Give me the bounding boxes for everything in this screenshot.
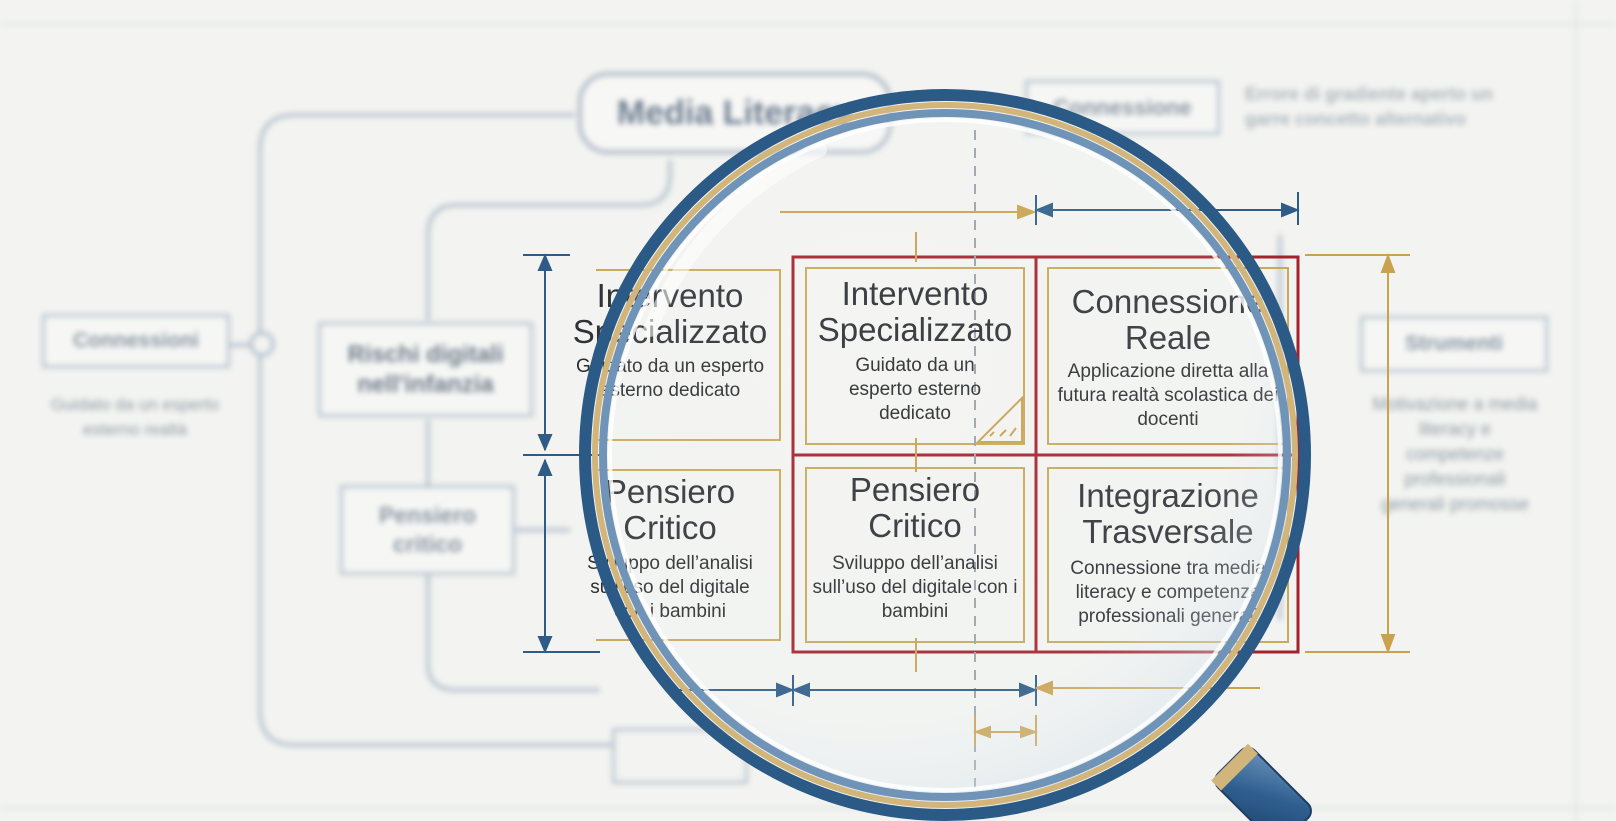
grid-cell-intervento-specializzato: Intervento Specializzato Guidato da un e… xyxy=(806,268,1024,444)
grid-cell-partial-top: Intervento Specializzato Guidato da un e… xyxy=(560,270,780,442)
cell-title: Intervento Specializzato xyxy=(817,275,1013,348)
grid-cell-integrazione-trasversale: Integrazione Trasversale Connessione tra… xyxy=(1048,468,1288,642)
cell-title: Pensiero Critico xyxy=(849,471,981,544)
connessioni-note: Guidato da un esperto esterno realtà xyxy=(50,395,220,439)
strumenti-node: Strumenti xyxy=(1360,316,1548,372)
cell-text: Guidato da un esperto esterno dedicato xyxy=(848,355,982,424)
grid-cell-connessione-reale: Connessione Reale Applicazione diretta a… xyxy=(1048,268,1288,444)
cell-text: Connessione tra media literacy e compete… xyxy=(1070,558,1266,627)
pensiero-critico-node: Pensiero critico xyxy=(340,485,515,575)
cell-text: Sviluppo dell’analisi sull’uso del digit… xyxy=(587,553,753,622)
grid-cell-pensiero-critico: Pensiero Critico Sviluppo dell’analisi s… xyxy=(806,468,1024,642)
cell-text: Guidato da un esperto esterno dedicato xyxy=(575,356,765,401)
cell-title: Connessione Reale xyxy=(1071,283,1265,356)
cell-title: Intervento Specializzato xyxy=(572,277,768,350)
cell-title: Integrazione Trasversale xyxy=(1077,477,1259,550)
strumenti-note: Motivazione a media literacy e competenz… xyxy=(1372,394,1538,514)
connessioni-node: Connessioni xyxy=(42,314,230,368)
cell-text: Applicazione diretta alla futura realtà … xyxy=(1057,361,1279,430)
cell-text: Sviluppo dell’analisi sull’uso del digit… xyxy=(812,553,1018,622)
grid-cell-partial-bottom: Pensiero Critico Sviluppo dell’analisi s… xyxy=(560,470,780,642)
cell-title: Pensiero Critico xyxy=(604,473,736,546)
rischi-digitali-node: Rischi digitali nell'infanzia xyxy=(318,322,533,417)
